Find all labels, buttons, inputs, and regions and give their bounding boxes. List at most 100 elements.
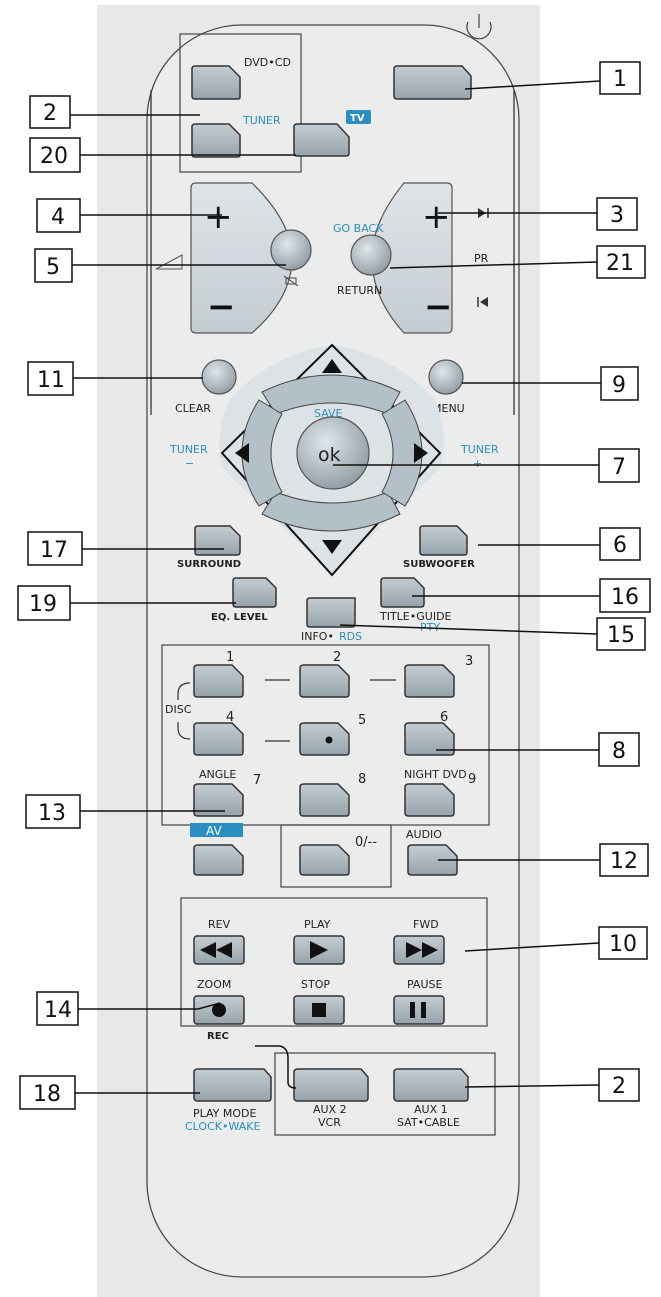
callout-2-top: 2 [29, 95, 71, 129]
nav-left-icon [235, 443, 249, 463]
fwd-label: FWD [413, 918, 439, 931]
volume-rocker[interactable] [190, 182, 293, 334]
volume-down-label: − [207, 287, 236, 327]
transport-box [180, 897, 488, 1027]
svg-text:19: 19 [29, 592, 57, 617]
callout-6: 6 [599, 527, 641, 561]
aux2-vcr-button[interactable] [293, 1068, 369, 1102]
rds-label: RDS [339, 630, 362, 643]
key-5-dot-icon [325, 736, 333, 744]
audio-button[interactable] [407, 844, 458, 876]
callout-1: 1 [599, 61, 641, 95]
play-icon [310, 941, 328, 959]
svg-text:16: 16 [611, 585, 639, 610]
program-up-label: + [422, 197, 451, 237]
key-6-button[interactable] [404, 722, 455, 756]
callout-19: 19 [17, 585, 71, 621]
callout-7: 7 [598, 448, 640, 483]
svg-text:6: 6 [613, 533, 627, 558]
aux-group-box [274, 1052, 496, 1136]
surround-label: SURROUND [177, 559, 241, 570]
key-5-button[interactable] [299, 722, 350, 756]
disc-label: DISC [165, 703, 192, 716]
power-icon [466, 14, 492, 40]
callout-11: 11 [27, 361, 74, 396]
stop-icon [312, 1003, 326, 1017]
aux1-label: AUX 1 [414, 1103, 448, 1116]
surround-button[interactable] [194, 525, 241, 556]
svg-text:3: 3 [610, 203, 624, 228]
tuner-plus-sign: + [473, 457, 482, 470]
callout-2-bottom: 2 [598, 1068, 640, 1102]
key-8-button[interactable] [299, 783, 350, 817]
svg-text:12: 12 [610, 849, 638, 874]
callout-16: 16 [599, 578, 651, 613]
callout-leaders [70, 80, 601, 1094]
callout-14: 14 [36, 991, 79, 1026]
key-4-button[interactable] [193, 722, 244, 756]
nav-down-button[interactable] [261, 491, 401, 532]
callout-21: 21 [596, 245, 646, 279]
callout-20: 20 [29, 137, 81, 173]
fast-forward-icon [406, 942, 438, 958]
dvd-cd-button[interactable] [191, 65, 241, 100]
tv-button[interactable] [293, 123, 350, 157]
pr-label: PR [474, 252, 489, 265]
aux1-sat-cable-button[interactable] [393, 1068, 469, 1102]
tv-badge-label: TV [350, 113, 365, 124]
eq-level-label: EQ. LEVEL [211, 612, 268, 623]
ok-button[interactable] [296, 416, 370, 490]
nav-up-icon [322, 359, 342, 373]
key-3-button[interactable] [404, 664, 455, 698]
tuner-minus-sign: − [185, 457, 194, 470]
key-2-button[interactable] [299, 664, 350, 698]
svg-text:21: 21 [606, 251, 634, 276]
key-7-label: 7 [253, 773, 261, 788]
key-9-label: 9 [468, 772, 476, 787]
menu-label: MENU [432, 402, 465, 415]
key-1-label: 1 [226, 650, 234, 665]
callout-9: 9 [600, 366, 639, 401]
clear-label: CLEAR [175, 402, 211, 415]
clock-wake-label: CLOCK•WAKE [185, 1120, 260, 1133]
nav-right-button[interactable] [381, 399, 423, 507]
key-8-label: 8 [358, 772, 366, 787]
tuner-plus-label: TUNER [460, 443, 499, 456]
info-label: INFO• [301, 630, 334, 643]
zoom-label: ZOOM [197, 978, 231, 991]
nav-up-button[interactable] [261, 374, 401, 415]
play-mode-label: PLAY MODE [193, 1107, 257, 1120]
subwoofer-button[interactable] [419, 525, 468, 556]
nav-right-icon [414, 443, 428, 463]
title-guide-button[interactable] [380, 577, 425, 608]
svg-text:2: 2 [612, 1074, 626, 1099]
key-9-button[interactable] [404, 783, 455, 817]
key-1-button[interactable] [193, 664, 244, 698]
sat-cable-label: SAT•CABLE [397, 1116, 460, 1129]
key-7-button[interactable] [193, 783, 244, 817]
power-button[interactable] [393, 65, 472, 100]
info-rds-button[interactable] [306, 597, 356, 628]
av-label: AV [206, 824, 222, 838]
callout-5: 5 [34, 248, 73, 283]
tuner-source-button[interactable] [191, 123, 241, 158]
tv-badge [346, 110, 371, 124]
aux2-label: AUX 2 [313, 1103, 347, 1116]
eq-level-button[interactable] [232, 577, 277, 608]
clear-button[interactable] [201, 359, 237, 395]
pause-button[interactable] [393, 995, 445, 1025]
key-0-button[interactable] [299, 844, 350, 876]
svg-text:15: 15 [607, 623, 635, 648]
nav-left-button[interactable] [241, 399, 283, 507]
menu-button[interactable] [428, 359, 464, 395]
callout-4: 4 [36, 198, 81, 233]
audio-label: AUDIO [406, 828, 442, 841]
program-rocker[interactable] [371, 182, 453, 334]
svg-text:11: 11 [37, 368, 65, 393]
return-button[interactable] [350, 234, 392, 276]
av-button[interactable] [193, 844, 244, 876]
callout-10: 10 [598, 926, 648, 960]
key-2-label: 2 [333, 650, 341, 665]
mute-button[interactable] [270, 229, 312, 271]
play-mode-button[interactable] [193, 1068, 272, 1102]
